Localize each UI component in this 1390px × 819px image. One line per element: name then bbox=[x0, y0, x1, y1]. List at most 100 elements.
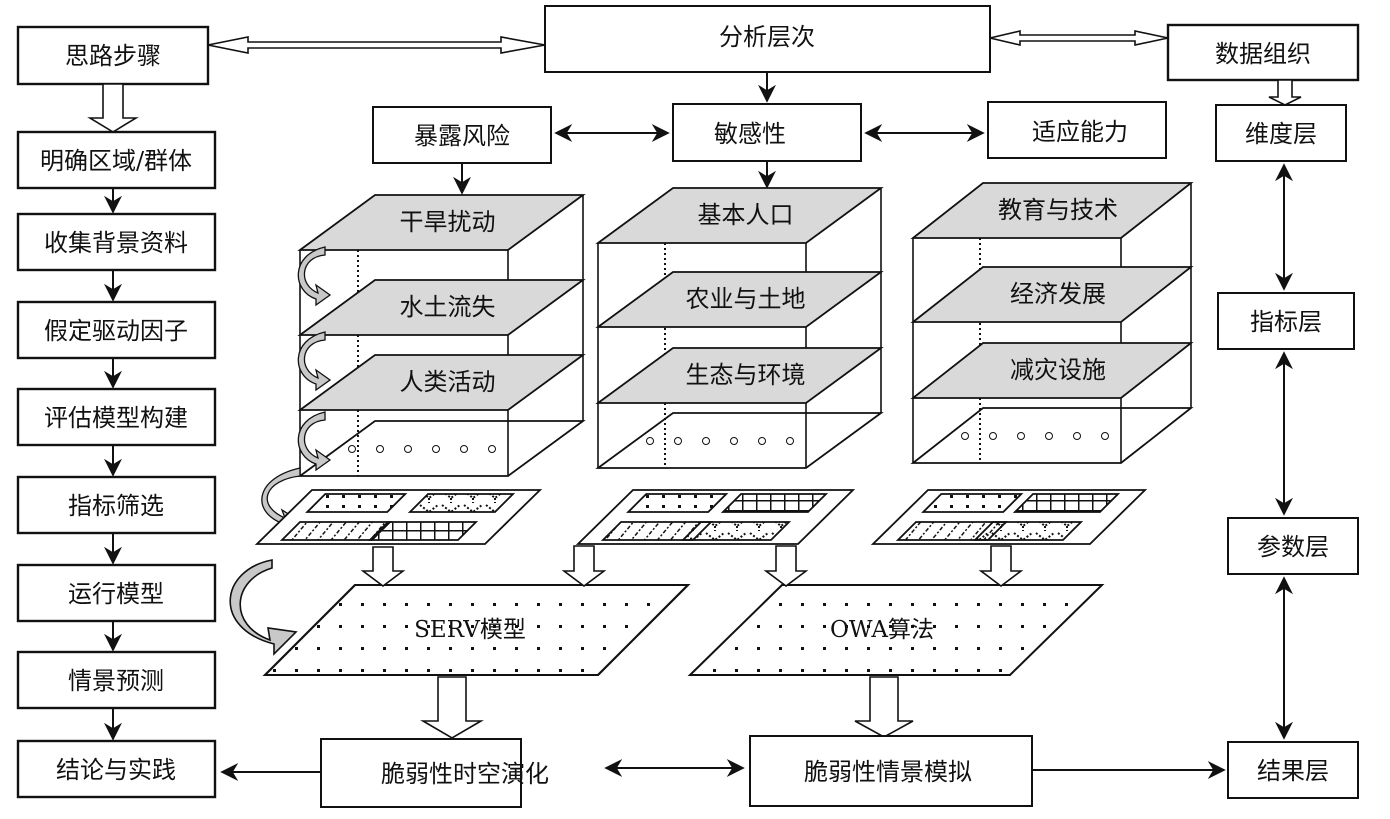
indicator-layer bbox=[910, 182, 1194, 239]
stack-exposure: 人类活动 水土流失 干旱扰动 bbox=[254, 194, 586, 545]
step-box bbox=[16, 739, 217, 799]
indicator-layer bbox=[910, 266, 1194, 323]
serv-model-label: SERV模型 bbox=[414, 617, 526, 643]
stack-sensitivity: 生态与环境 农业与土地 基本人口 bbox=[575, 187, 884, 545]
level-label: 参数层 bbox=[1257, 533, 1329, 561]
indicator-layer bbox=[297, 194, 586, 251]
indicator-layer bbox=[595, 271, 884, 328]
sensitivity-label: 敏感性 bbox=[714, 120, 786, 148]
adaptive-label: 适应能力 bbox=[1032, 118, 1128, 146]
placeholder-dot bbox=[488, 445, 496, 453]
placeholder-dot bbox=[1101, 432, 1109, 440]
placeholder-dot bbox=[1073, 432, 1081, 440]
placeholder-dot bbox=[646, 437, 654, 445]
step-box bbox=[16, 300, 217, 360]
layer-label: 人类活动 bbox=[400, 368, 496, 396]
step-box bbox=[16, 387, 217, 447]
hollow-arrow-down-icon bbox=[763, 545, 809, 587]
indicator-layer bbox=[297, 279, 586, 336]
layer-label: 基本人口 bbox=[698, 201, 794, 229]
layer-label: 干旱扰动 bbox=[400, 208, 496, 236]
map-tile-grid bbox=[720, 493, 829, 513]
placeholder-dot bbox=[376, 445, 384, 453]
owa-plane bbox=[687, 584, 1105, 676]
data-org-header-label: 数据组织 bbox=[1215, 40, 1311, 68]
hollow-double-arrow-right-icon bbox=[989, 29, 1169, 47]
models-row: SERV模型 OWA算法 bbox=[229, 545, 1105, 739]
layer-label: 经济发展 bbox=[1010, 280, 1106, 308]
level-box bbox=[1227, 741, 1359, 799]
placeholder-dot bbox=[786, 437, 794, 445]
curved-arrow-icon bbox=[297, 331, 332, 392]
placeholder-dot bbox=[1017, 432, 1025, 440]
placeholder-dot bbox=[674, 437, 682, 445]
step-box bbox=[16, 475, 217, 535]
map-tile-sparse bbox=[921, 493, 1024, 513]
level-label: 维度层 bbox=[1245, 120, 1317, 148]
placeholder-dot bbox=[961, 432, 969, 440]
step-label: 假定驱动因子 bbox=[44, 317, 188, 345]
steps-list: 明确区域/群体收集背景资料假定驱动因子评估模型构建指标筛选运行模型情景预测结论与… bbox=[16, 130, 217, 799]
indicator-layer bbox=[595, 347, 884, 404]
hollow-arrow-down-icon bbox=[420, 676, 484, 739]
indicator-layer bbox=[297, 354, 586, 411]
map-tile-grid bbox=[1012, 493, 1121, 513]
steps-header-label: 思路步骤 bbox=[65, 42, 161, 70]
map-tile-grid bbox=[367, 521, 479, 541]
analysis-header-box bbox=[544, 5, 991, 73]
step-label: 运行模型 bbox=[68, 580, 164, 608]
map-tile-cross bbox=[972, 521, 1084, 541]
step-label: 结论与实践 bbox=[56, 756, 176, 784]
map-panel bbox=[575, 489, 856, 545]
step-box bbox=[16, 563, 217, 623]
analysis-header-label: 分析层次 bbox=[719, 23, 815, 51]
stack-base-layer bbox=[910, 407, 1194, 464]
step-label: 指标筛选 bbox=[68, 492, 164, 520]
scenario-simulation-label: 脆弱性情景模拟 bbox=[804, 758, 972, 786]
placeholder-dot bbox=[1045, 432, 1053, 440]
hollow-double-arrow-left-icon bbox=[207, 36, 546, 54]
layer-label: 农业与土地 bbox=[686, 285, 806, 313]
level-label: 指标层 bbox=[1250, 308, 1322, 336]
layer-label: 教育与技术 bbox=[998, 196, 1118, 224]
placeholder-dot bbox=[348, 445, 356, 453]
step-label: 评估模型构建 bbox=[44, 404, 188, 432]
hollow-arrow-down-icon bbox=[87, 83, 139, 133]
exposure-label: 暴露风险 bbox=[414, 122, 510, 150]
map-tile-sparse bbox=[626, 493, 729, 513]
curved-arrow-icon bbox=[297, 411, 332, 472]
step-box bbox=[16, 130, 217, 190]
hollow-arrow-down-icon bbox=[561, 545, 607, 587]
step-box bbox=[16, 212, 217, 272]
placeholder-dot bbox=[404, 445, 412, 453]
map-tile-cross bbox=[407, 493, 516, 513]
placeholder-dot bbox=[432, 445, 440, 453]
layer-label: 生态与环境 bbox=[686, 361, 806, 389]
level-label: 结果层 bbox=[1257, 757, 1329, 785]
step-label: 情景预测 bbox=[68, 667, 164, 695]
step-label: 明确区域/群体 bbox=[40, 147, 192, 175]
stack-base-layer bbox=[595, 412, 884, 469]
placeholder-dot bbox=[460, 445, 468, 453]
placeholder-dot bbox=[758, 437, 766, 445]
level-box bbox=[1217, 292, 1355, 350]
curved-arrow-icon bbox=[297, 246, 332, 307]
owa-label: OWA算法 bbox=[830, 617, 934, 643]
layer-label: 水土流失 bbox=[400, 293, 496, 321]
map-panel bbox=[254, 489, 543, 545]
component-row: 暴露风险 敏感性 适应能力 bbox=[372, 101, 1167, 195]
step-label: 收集背景资料 bbox=[44, 229, 188, 257]
outputs-row: 脆弱性时空演化 脆弱性情景模拟 bbox=[220, 735, 1226, 808]
placeholder-dot bbox=[702, 437, 710, 445]
stack-base-layer bbox=[297, 420, 586, 477]
map-tile-sparse bbox=[305, 493, 408, 513]
spatiotemporal-evolution-label: 脆弱性时空演化 bbox=[381, 760, 549, 788]
map-panel bbox=[870, 489, 1148, 545]
step-box bbox=[16, 650, 217, 710]
indicator-layer bbox=[595, 187, 884, 244]
